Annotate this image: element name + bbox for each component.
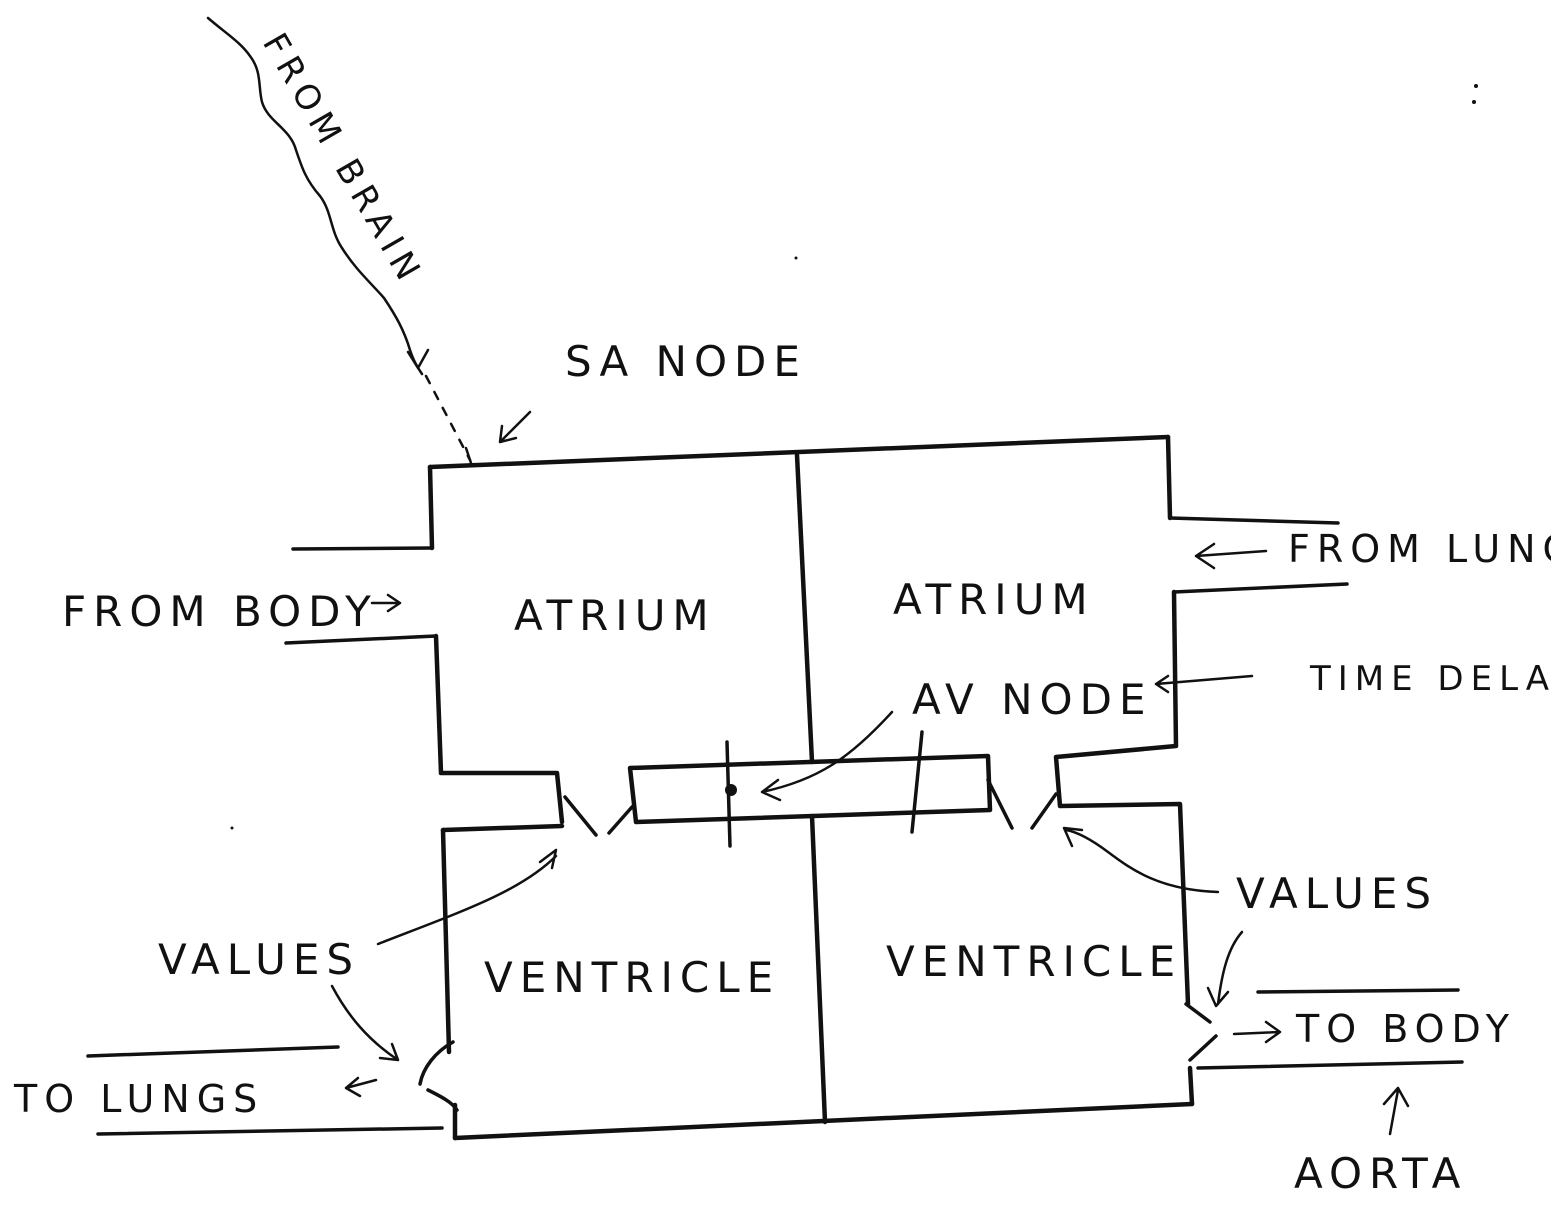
label-from-brain: FROM BRAIN bbox=[254, 27, 431, 293]
label-sa-node: SA NODE bbox=[565, 337, 807, 386]
vessel-to-lungs-top bbox=[86, 1045, 340, 1058]
label-from-lung: FROM LUNG bbox=[1288, 527, 1551, 571]
valve-left-av-b bbox=[607, 805, 634, 835]
vessel-to-body-bottom bbox=[1196, 1060, 1464, 1070]
vessels bbox=[86, 516, 1464, 1136]
vessel-from-lung-top bbox=[1168, 516, 1340, 525]
label-values-left: VALUES bbox=[158, 935, 360, 984]
label-to-lungs: TO LUNGS bbox=[13, 1077, 264, 1121]
valve-right-av-a bbox=[986, 778, 1014, 830]
labels: FROM BRAIN SA NODE FROM BODY FROM LUNG T… bbox=[13, 27, 1551, 1199]
valve-right-av-b bbox=[1030, 792, 1058, 830]
arrow-time-delay bbox=[1154, 674, 1254, 694]
arrow-from-lung bbox=[1194, 542, 1268, 570]
paper-specks bbox=[230, 84, 1478, 830]
sa-node-arrow bbox=[498, 410, 532, 444]
label-values-right: VALUES bbox=[1236, 869, 1438, 918]
valve-left-av-a bbox=[563, 795, 598, 837]
vessel-from-body-top bbox=[291, 546, 434, 551]
vessel-to-body-top bbox=[1256, 988, 1460, 994]
arrow-values-left-upper bbox=[376, 848, 558, 946]
nerve-dashes bbox=[424, 374, 472, 462]
av-node-pointer bbox=[760, 710, 894, 802]
heart-outline bbox=[427, 434, 1195, 1141]
nerve-wave bbox=[206, 16, 424, 376]
label-av-node: AV NODE bbox=[912, 675, 1152, 724]
valve-pulmonary-a bbox=[418, 1040, 455, 1086]
label-to-body: TO BODY bbox=[1295, 1007, 1516, 1051]
vessel-to-lungs-bottom bbox=[96, 1126, 444, 1136]
vessel-from-body-bottom bbox=[284, 634, 438, 645]
label-aorta: AORTA bbox=[1294, 1149, 1467, 1198]
arrow-to-lungs bbox=[344, 1076, 378, 1098]
label-atrium-left: ATRIUM bbox=[514, 591, 716, 640]
arrow-values-right-upper bbox=[1062, 826, 1220, 894]
arrows bbox=[330, 542, 1410, 1136]
valve-pulmonary-b bbox=[426, 1088, 459, 1112]
arrow-from-body bbox=[370, 593, 402, 613]
sa-node-tick bbox=[464, 446, 474, 468]
arrow-values-right-lower bbox=[1206, 930, 1244, 1008]
arrow-values-left-lower bbox=[330, 984, 400, 1062]
arrow-aorta bbox=[1382, 1086, 1410, 1136]
nerve-path bbox=[206, 16, 532, 468]
vessel-from-lung-bottom bbox=[1172, 582, 1349, 594]
label-time-delay: TIME DELA bbox=[1309, 659, 1551, 699]
valve-aortic-a bbox=[1184, 1002, 1212, 1024]
label-ventricle-left: VENTRICLE bbox=[484, 953, 780, 1002]
label-from-body: FROM BODY bbox=[62, 587, 378, 636]
valves bbox=[418, 778, 1218, 1112]
label-ventricle-right: VENTRICLE bbox=[886, 937, 1182, 986]
av-node-dot bbox=[725, 784, 737, 796]
valve-aortic-b bbox=[1188, 1034, 1218, 1062]
arrow-to-body bbox=[1232, 1020, 1282, 1044]
label-atrium-right: ATRIUM bbox=[893, 575, 1095, 624]
av-node-mark-right bbox=[910, 730, 924, 834]
